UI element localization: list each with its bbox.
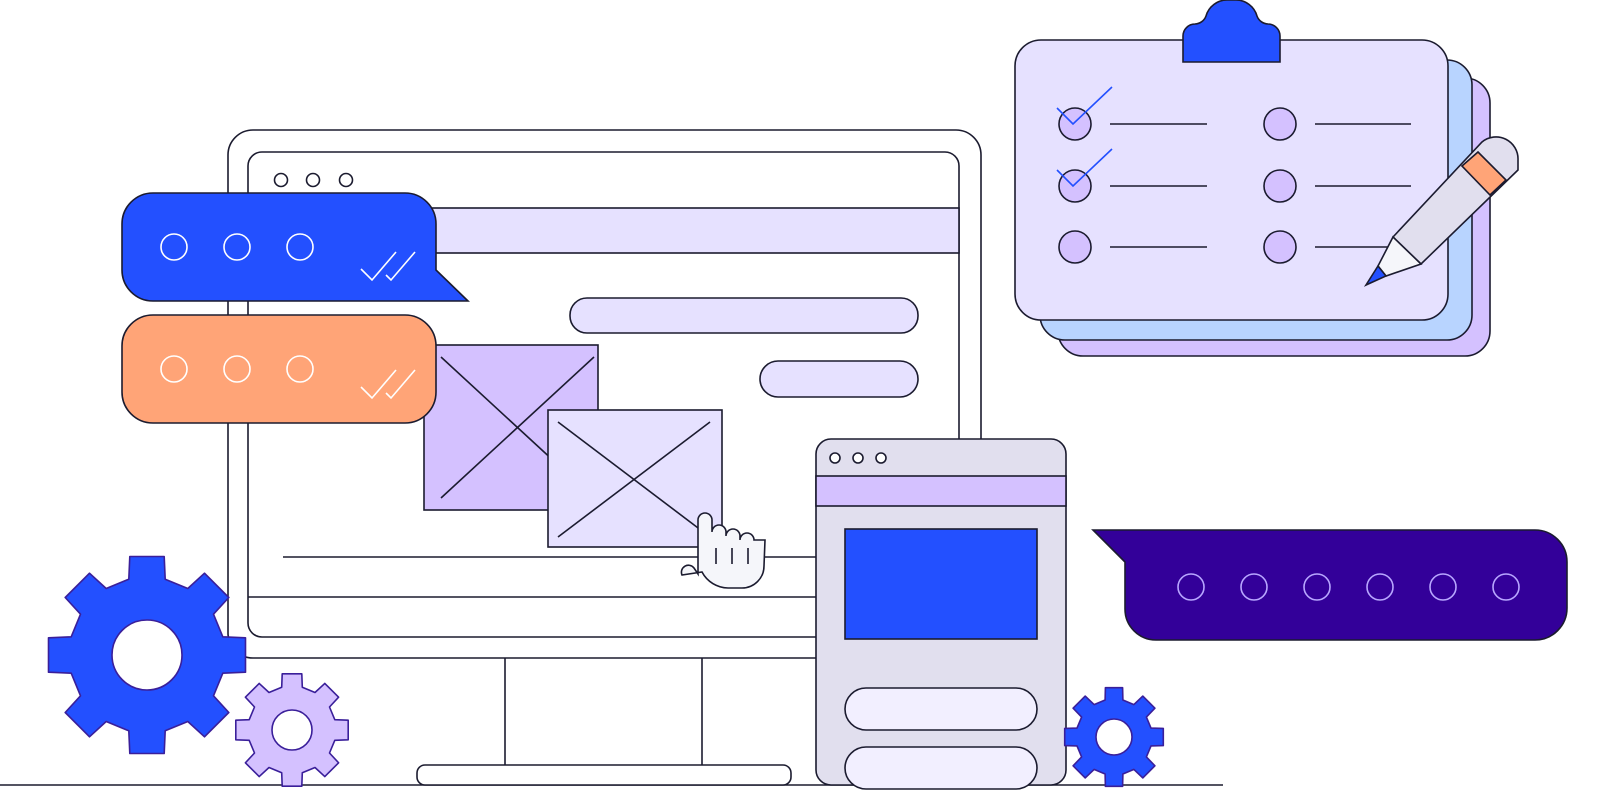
window-dot-icon: [305, 172, 321, 188]
dot-icon: [1492, 573, 1520, 601]
checkbox-icon: [1263, 169, 1297, 203]
dot-icon: [1240, 573, 1268, 601]
gear-icon: [235, 673, 349, 787]
dot-icon: [1303, 573, 1331, 601]
gear-icon: [1063, 686, 1165, 788]
checkbox-icon: [1263, 107, 1297, 141]
dot-icon: [1429, 573, 1457, 601]
mobile-window-icon: [815, 438, 1067, 790]
window-dot-icon: [273, 172, 289, 188]
text-pill: [759, 360, 919, 398]
double-check-icon: [360, 369, 416, 400]
pencil-icon: [1363, 136, 1519, 287]
image-placeholder-icon: [547, 409, 723, 548]
checkbox-icon: [1058, 107, 1092, 141]
dot-icon: [1366, 573, 1394, 601]
double-check-icon: [360, 251, 416, 282]
text-pill: [569, 297, 919, 334]
chat-bubble-icon: [121, 314, 437, 424]
checkbox-icon: [1263, 230, 1297, 264]
gear-icon: [47, 555, 247, 755]
clipboard-checklist-icon: [1014, 0, 1491, 357]
window-dot-icon: [338, 172, 354, 188]
check-icon: [1056, 148, 1113, 188]
dot-icon: [1177, 573, 1205, 601]
check-icon: [1056, 86, 1113, 126]
checkbox-icon: [1058, 230, 1092, 264]
chat-bubble-icon: [121, 192, 470, 302]
hand-cursor-icon: [680, 512, 766, 589]
chat-bubble-icon: [1091, 529, 1568, 641]
checkbox-icon: [1058, 169, 1092, 203]
